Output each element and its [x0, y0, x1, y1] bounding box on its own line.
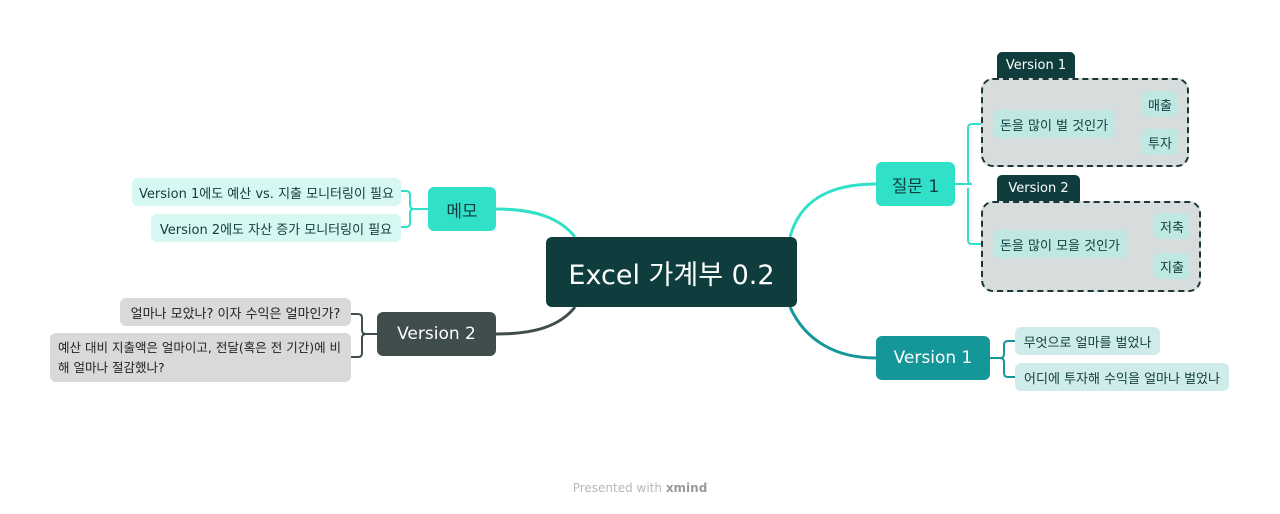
question1-topic[interactable]: 질문 1 [876, 162, 955, 206]
version1-item-1[interactable]: 무엇으로 얼마를 벌었나 [1015, 327, 1160, 355]
connector-q1-topic-1 [955, 123, 993, 185]
version2-topic[interactable]: Version 2 [377, 312, 496, 356]
boundary2-topic[interactable]: 돈을 많이 모을 것인가 [993, 230, 1127, 258]
connector-memo-item-2 [401, 208, 415, 228]
connector-question1 [788, 182, 877, 238]
connector-q1-topic-2 [967, 188, 993, 245]
version2-item-1[interactable]: 얼마나 모았나? 이자 수익은 얼마인가? [120, 298, 351, 326]
connector-version2 [495, 306, 577, 336]
connector-memo [495, 207, 577, 238]
connector-v2-item-1 [351, 313, 377, 335]
boundary2-tag: Version 2 [997, 175, 1080, 202]
boundary2-child-1[interactable]: 저축 [1154, 213, 1190, 239]
boundary2-child-2[interactable]: 지출 [1154, 253, 1190, 279]
connector-v1-item-1 [990, 340, 1015, 359]
boundary1-child-2[interactable]: 투자 [1142, 129, 1178, 155]
version1-item-2[interactable]: 어디에 투자해 수익을 얼마나 벌었나 [1015, 363, 1229, 391]
presented-with-footer[interactable]: Presented with xmind [0, 481, 1280, 495]
connector-version1 [788, 306, 877, 360]
connector-v2-item-2 [351, 333, 367, 358]
boundary1-topic[interactable]: 돈을 많이 벌 것인가 [993, 110, 1115, 138]
connector-v1-item-2 [999, 357, 1015, 378]
connector-memo-item-1 [401, 190, 428, 210]
boundary1-tag: Version 1 [997, 52, 1075, 79]
footer-prefix: Presented with [572, 481, 662, 495]
boundary1-child-1[interactable]: 매출 [1142, 91, 1178, 117]
memo-item-1[interactable]: Version 1에도 예산 vs. 지출 모니터링이 필요 [132, 178, 401, 206]
version1-topic[interactable]: Version 1 [876, 336, 990, 380]
central-topic[interactable]: Excel 가계부 0.2 [546, 237, 797, 307]
version2-item-2[interactable]: 예산 대비 지출액은 얼마이고, 전달(혹은 전 기간)에 비해 얼마나 절감했… [50, 333, 351, 382]
memo-item-2[interactable]: Version 2에도 자산 증가 모니터링이 필요 [151, 214, 401, 242]
memo-topic[interactable]: 메모 [428, 187, 496, 231]
xmind-logo: xmind [665, 481, 708, 495]
